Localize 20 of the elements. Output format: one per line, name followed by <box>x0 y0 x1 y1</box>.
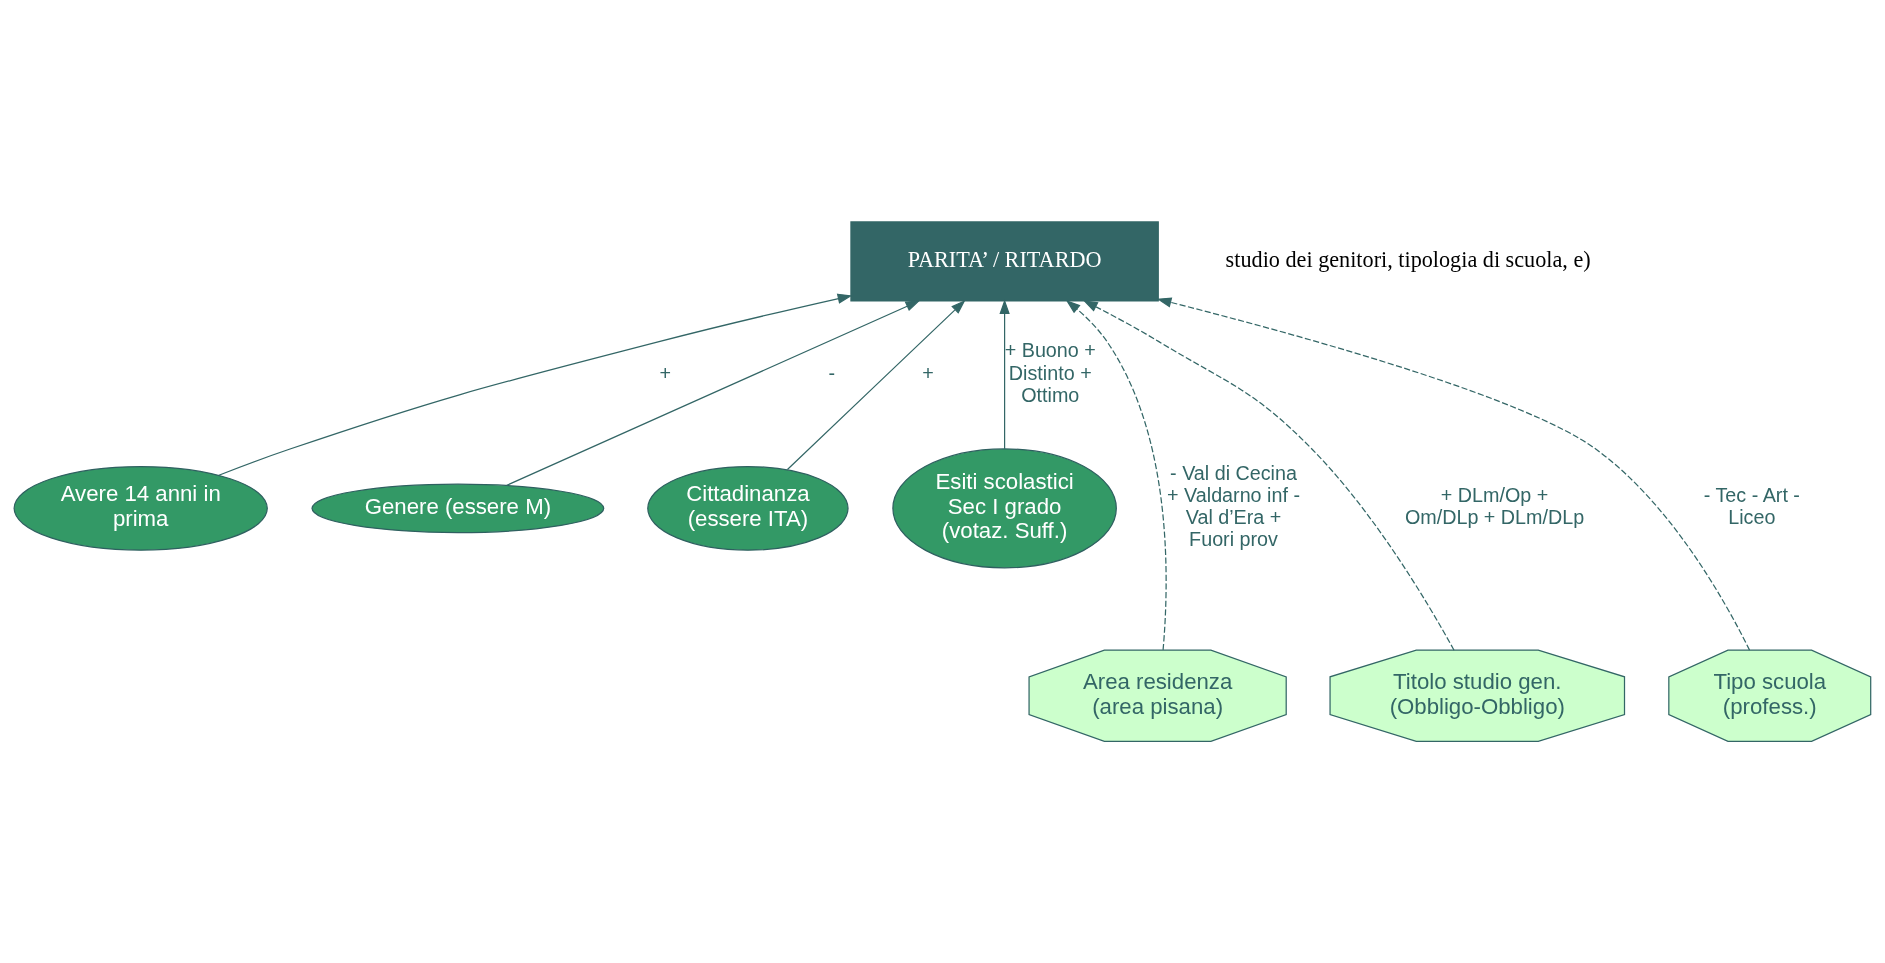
edge-label: - Tec - Art - Liceo <box>1703 483 1800 529</box>
arrow <box>218 293 853 476</box>
node-ellipse: Esiti scolastici Sec I grado (votaz. Suff.) <box>892 448 1117 569</box>
arrow <box>1065 299 1167 651</box>
arrow <box>506 300 921 486</box>
edge-label: + DLm/Op + Om/DLp + DLm/DLp <box>1404 483 1585 529</box>
node-ellipse: Genere (essere M) <box>311 483 605 534</box>
edge-label: - Val di Cecina + Valdarno inf - Val d’Era + Fuori prov <box>1167 461 1300 551</box>
node-ellipse: Avere 14 anni in prima <box>13 465 268 551</box>
label: studio dei genitori, tipologia di scuola, e) <box>1225 246 1591 272</box>
edge-label: + Buono + Distinto + Ottimo <box>1004 339 1096 406</box>
node-box: PARITA’ / RITARDO <box>850 221 1159 302</box>
arrow <box>786 299 966 471</box>
edge-label: + <box>922 361 934 384</box>
node-ellipse: Cittadinanza (essere ITA) <box>647 465 849 551</box>
arrow <box>999 299 1010 450</box>
arrow <box>1156 297 1751 651</box>
edge-label: + <box>659 361 671 384</box>
edge-label: - <box>828 361 836 384</box>
arrow <box>1082 300 1455 651</box>
